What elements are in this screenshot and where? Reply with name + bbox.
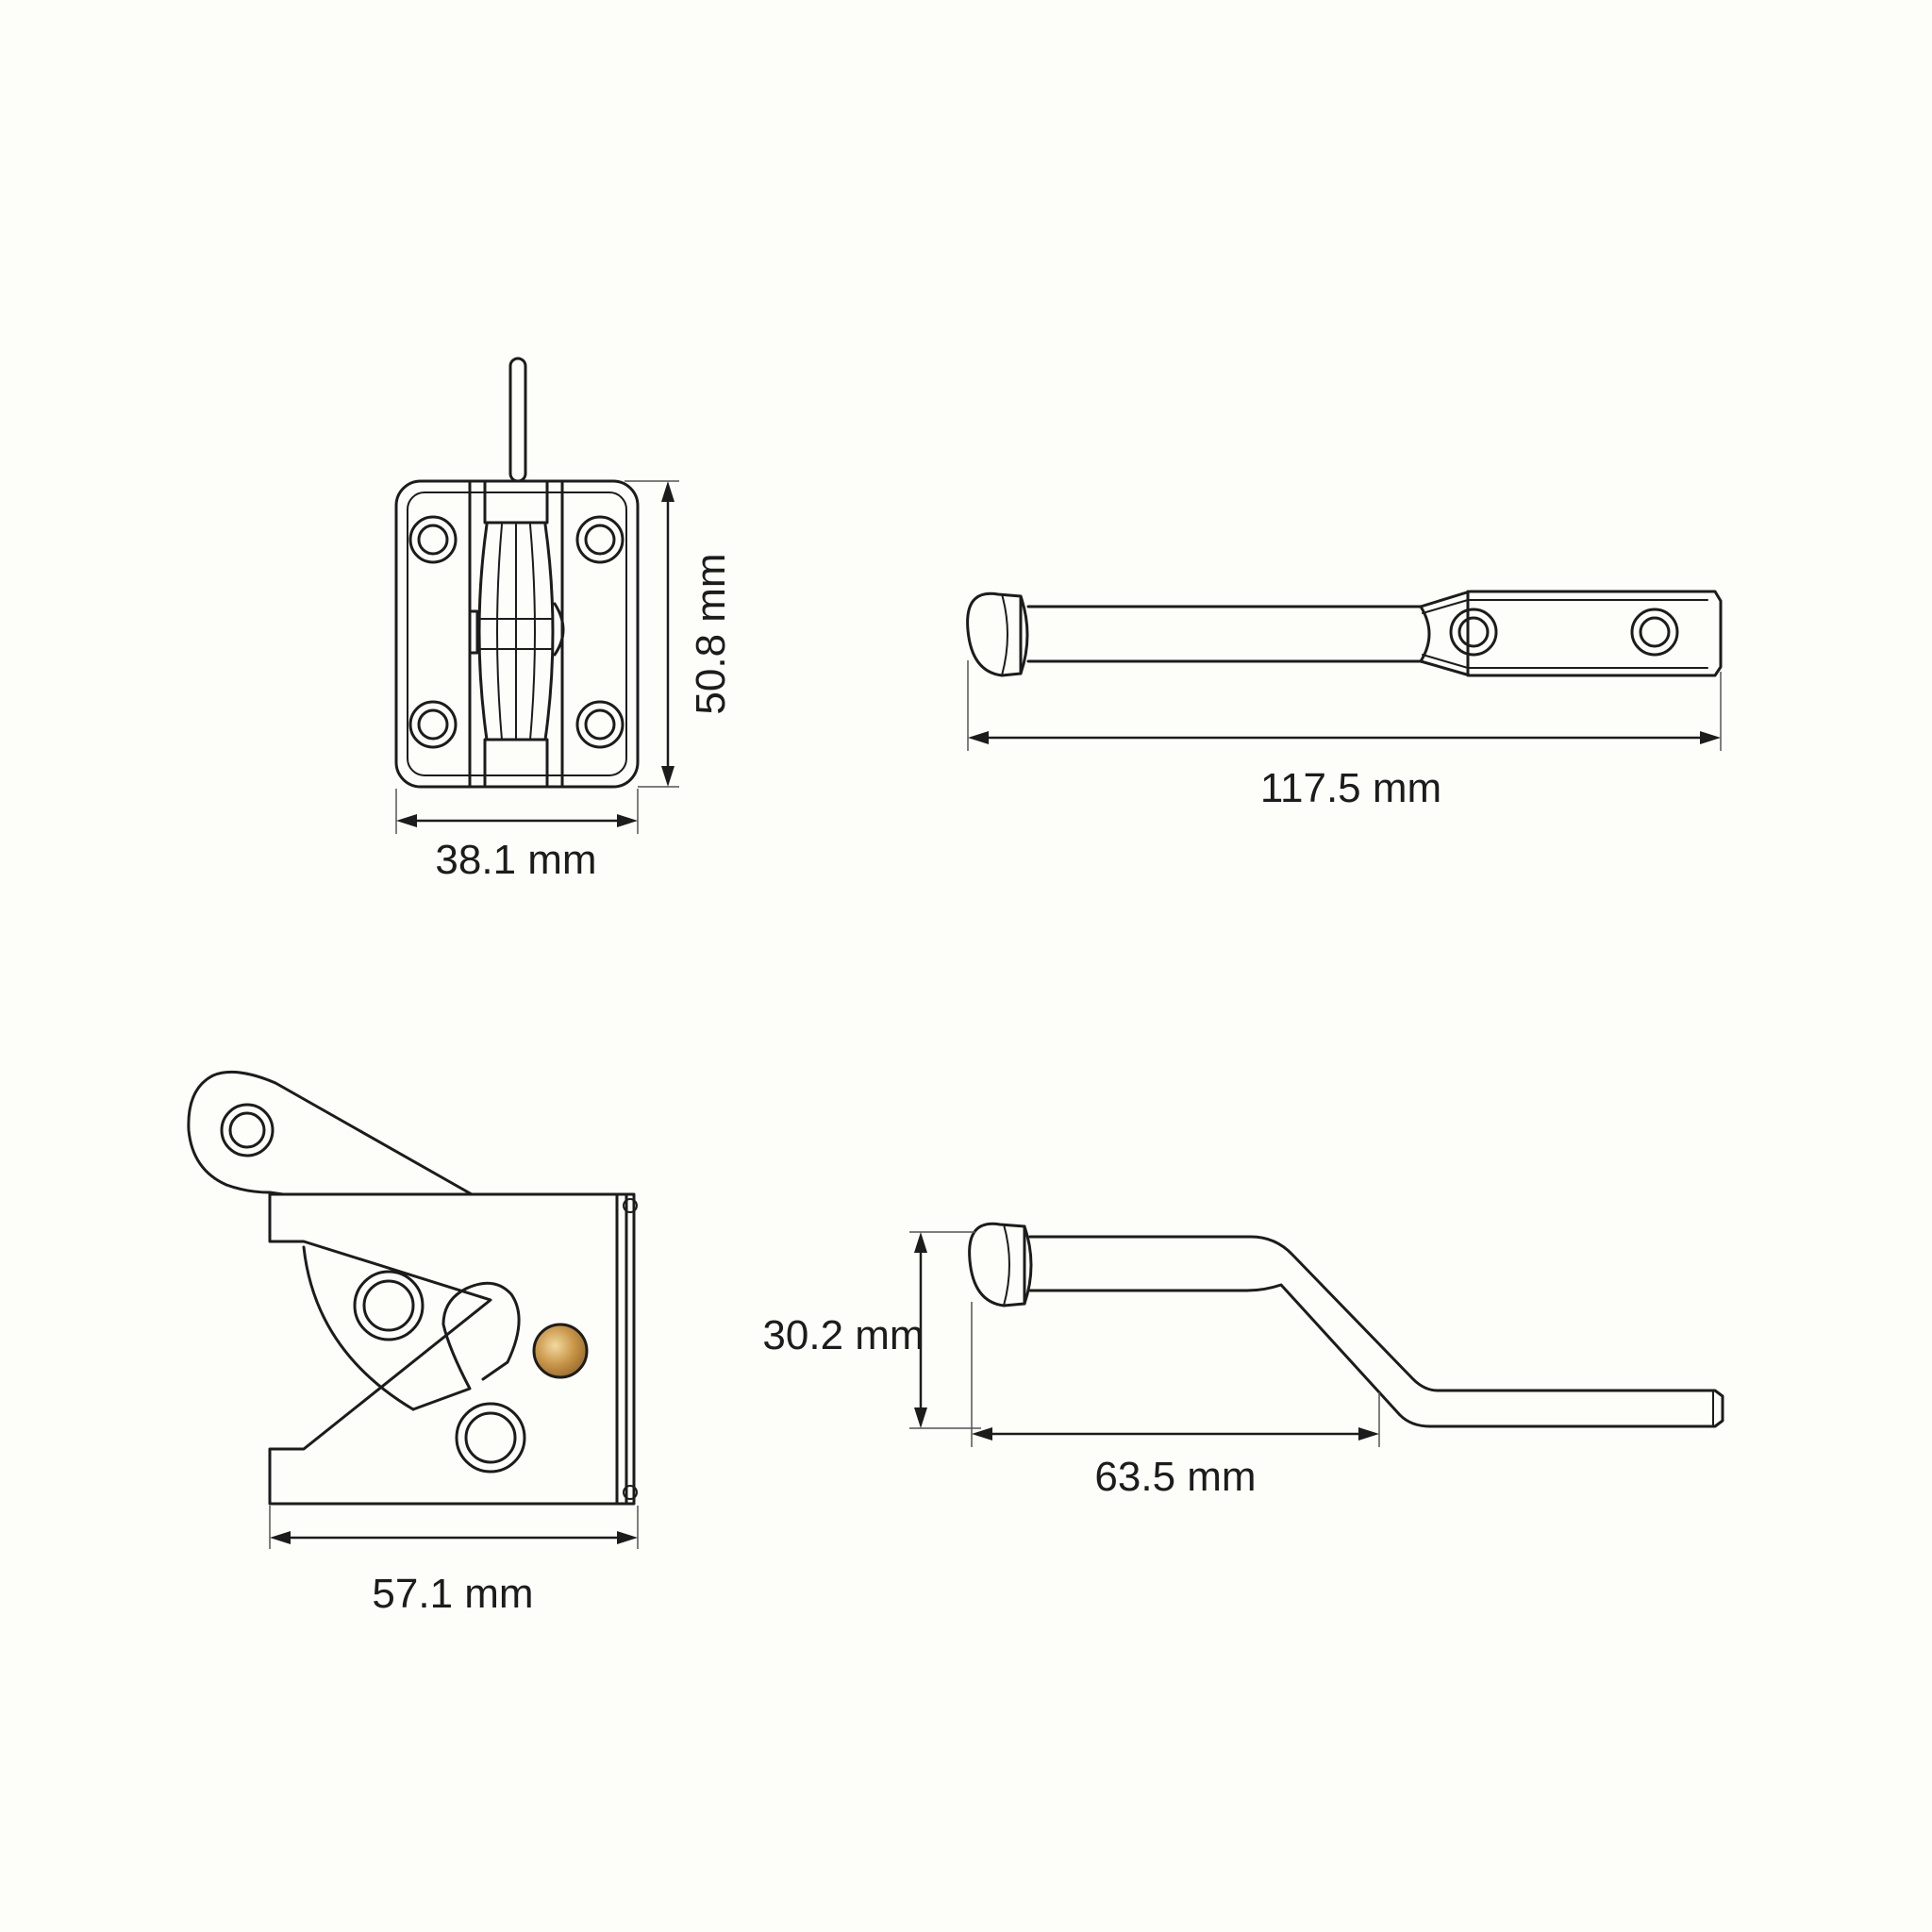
latch-hole-lower	[455, 1402, 526, 1474]
handle-knob	[966, 591, 1023, 677]
screw-hole-bottom-left	[408, 700, 458, 749]
dimension-label-width: 38.1 mm	[435, 837, 596, 883]
top-block	[483, 479, 549, 525]
brass-rivet	[532, 1323, 589, 1379]
dimension-width: 38.1 mm	[395, 789, 639, 883]
handle-hole-1	[1449, 608, 1498, 657]
dimension-label-handle-length: 117.5 mm	[1260, 765, 1441, 811]
handle-flat-plate	[1419, 590, 1723, 677]
latch-body-inner	[407, 491, 627, 776]
dimension-label-latch-side-width: 57.1 mm	[372, 1571, 533, 1617]
dimension-height: 50.8 mm	[625, 480, 734, 788]
handle-cranked-rod	[1028, 1235, 1724, 1428]
dimension-label-handle-offset: 63.5 mm	[1094, 1454, 1256, 1500]
screw-hole-bottom-right	[575, 700, 625, 749]
dimension-handle-length: 117.5 mm	[967, 660, 1722, 811]
latch-hole-upper	[353, 1270, 425, 1341]
handle-top-view: 117.5 mm	[966, 590, 1723, 811]
latch-front-view: 50.8 mm 38.1 mm	[394, 357, 734, 883]
screw-hole-top-left	[408, 515, 458, 564]
latch-side-view: 57.1 mm	[187, 1070, 639, 1617]
dimension-label-handle-height: 30.2 mm	[762, 1312, 924, 1358]
latch-back-plate	[615, 1192, 636, 1506]
dimension-handle-offset: 63.5 mm	[971, 1302, 1380, 1500]
latch-catch-arc	[302, 1245, 415, 1411]
handle-side-view: 30.2 mm 63.5 mm	[762, 1222, 1724, 1500]
bottom-block	[483, 738, 549, 789]
release-pin	[508, 357, 527, 483]
handle-side-knob	[968, 1222, 1026, 1307]
dimension-latch-side-width: 57.1 mm	[269, 1506, 639, 1617]
pivot-hole	[220, 1103, 275, 1158]
handle-hole-2	[1630, 608, 1679, 657]
latch-pivot-ear	[187, 1070, 474, 1196]
screw-hole-top-right	[575, 515, 625, 564]
latch-main-body	[268, 1192, 628, 1506]
dimension-handle-height: 30.2 mm	[762, 1231, 981, 1429]
dimension-label-height: 50.8 mm	[688, 553, 734, 714]
